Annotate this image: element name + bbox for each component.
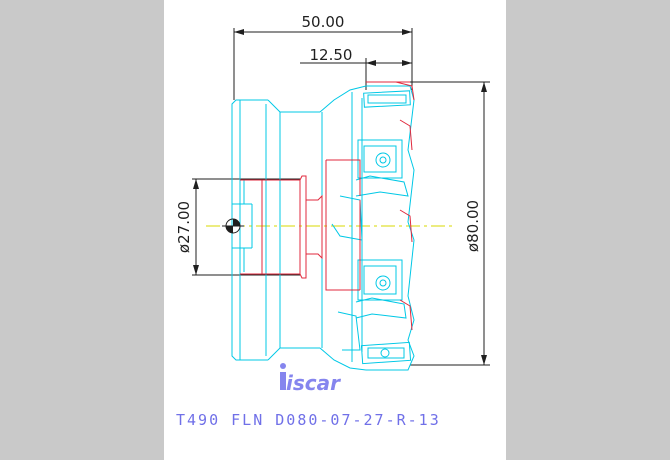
cutter-diameter-dimension: ø80.00 [464,200,482,252]
iscar-logo: iscar [280,363,341,395]
insert-length-dimension: 12.50 [310,46,353,64]
dimension-lines [192,28,490,366]
hidden-lines [240,81,415,331]
logo-text: iscar [286,371,341,395]
part-code: T490 FLN D080-07-27-R-13 [176,411,441,429]
overall-length-dimension: 50.00 [302,13,345,31]
cutter-body-outline [231,85,415,371]
center-mark-icon [222,218,244,234]
dimension-arrows [193,29,487,365]
screw-icon [375,152,391,358]
bore-diameter-dimension: ø27.00 [175,201,193,253]
drawing-sheet [164,0,506,460]
insert-pockets [331,90,412,365]
